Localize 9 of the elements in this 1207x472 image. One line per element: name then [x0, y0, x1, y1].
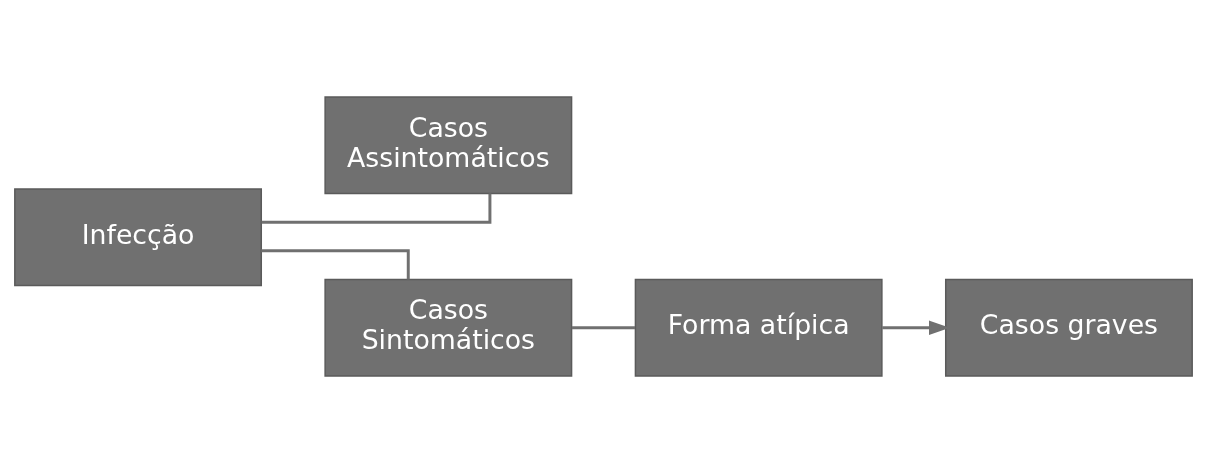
connector	[261, 193, 492, 224]
node-box: Casos graves	[945, 278, 1193, 377]
connector	[261, 248, 410, 279]
node-box: Infecção	[14, 187, 262, 286]
node-box: Casos Sintomáticos	[324, 278, 573, 377]
node-box: Casos Assintomáticos	[324, 95, 573, 194]
arrow	[882, 320, 950, 335]
node-box: Forma atípica	[634, 278, 883, 377]
connector	[571, 325, 636, 329]
